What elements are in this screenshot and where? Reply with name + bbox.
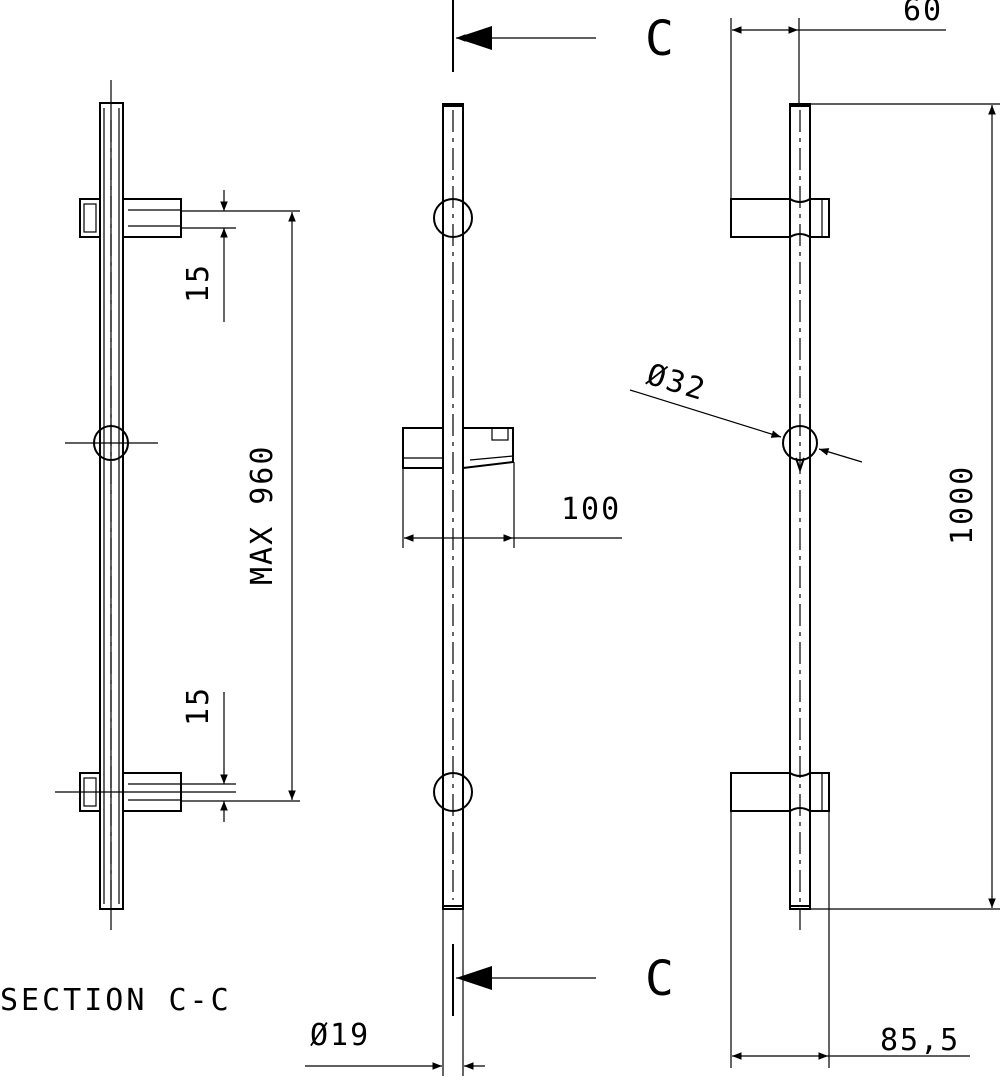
front-slider bbox=[402, 412, 514, 469]
side-bracket-top bbox=[730, 198, 830, 238]
dim-slider-diameter: Ø32 bbox=[643, 357, 711, 408]
section-view: 15 15 MAX 960 SECTION C-C bbox=[0, 80, 300, 1018]
section-mark-top: C bbox=[645, 11, 674, 67]
dim-15-bottom: 15 bbox=[181, 686, 216, 726]
dim-bottom-width: 85,5 bbox=[880, 1023, 960, 1058]
dim-15-top: 15 bbox=[181, 263, 216, 303]
dim-top-width: 60 bbox=[903, 0, 943, 28]
section-mark-bottom: C bbox=[645, 951, 674, 1007]
section-title: SECTION C-C bbox=[0, 983, 232, 1018]
side-view: 60 Ø32 1000 8 bbox=[629, 0, 1000, 1068]
section-bar bbox=[99, 102, 124, 910]
dim-bar-diameter: Ø19 bbox=[310, 1018, 370, 1053]
section-bracket-bottom bbox=[55, 772, 236, 812]
front-cap-top bbox=[433, 198, 473, 238]
section-bracket-top bbox=[79, 198, 182, 238]
dim-max-960: MAX 960 bbox=[245, 445, 280, 585]
side-bracket-bottom bbox=[730, 772, 830, 812]
front-view: C 100 C Ø19 bbox=[305, 0, 674, 1076]
dim-bar-length: 1000 bbox=[945, 465, 980, 545]
front-bar bbox=[442, 103, 464, 910]
dim-slider-width: 100 bbox=[561, 492, 621, 527]
side-slider bbox=[782, 425, 818, 461]
front-cap-bottom bbox=[433, 772, 473, 812]
